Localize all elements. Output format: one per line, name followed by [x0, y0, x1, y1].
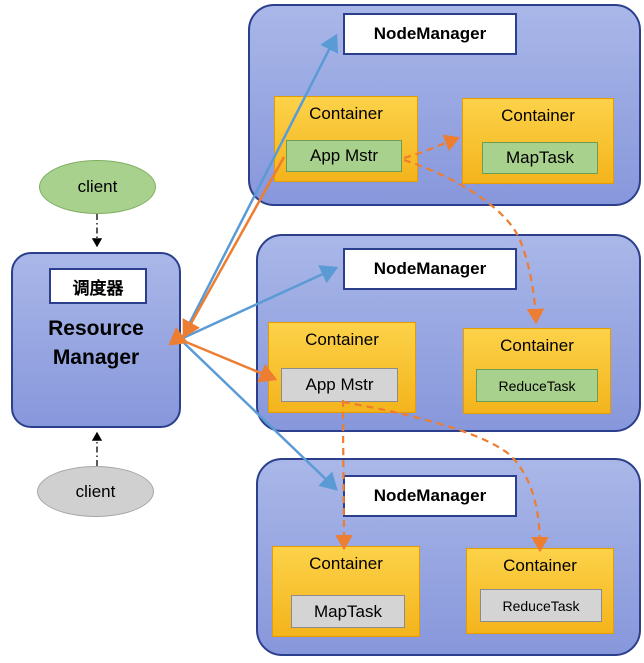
- container-label: Container: [305, 330, 379, 349]
- nodemanager-1: NodeManager: [343, 13, 517, 55]
- container-node2-appmstr: Container App Mstr: [268, 322, 416, 413]
- appmstr2-to-reducetask-arrow: [342, 400, 549, 553]
- resource-manager: 调度器 Resource Manager: [11, 252, 181, 428]
- container-label: Container: [309, 104, 383, 123]
- container-label: Container: [309, 554, 383, 573]
- resource-manager-title: Resource Manager: [13, 314, 179, 372]
- scheduler-label: 调度器: [49, 268, 147, 304]
- app-master-task: App Mstr: [281, 368, 398, 402]
- appmstr1-to-reducetask-arrow: [403, 158, 545, 325]
- nodemanager-2: NodeManager: [343, 248, 517, 290]
- container-label: Container: [500, 336, 574, 355]
- map-task: MapTask: [482, 142, 598, 174]
- appmstr2-to-maptask-arrow: [335, 399, 353, 551]
- resource-manager-title-line1: Resource: [48, 317, 144, 340]
- container-label: Container: [503, 556, 577, 575]
- container-node2-reducetask: Container ReduceTask: [463, 328, 611, 414]
- container-node3-reducetask: Container ReduceTask: [466, 548, 614, 634]
- rm-to-nodemanager-3-arrow: [182, 341, 338, 491]
- rm-to-nodemanager-1-arrow: [181, 33, 339, 337]
- container-node1-maptask: Container MapTask: [462, 98, 614, 184]
- client-top: client: [39, 160, 156, 214]
- nodemanager-3: NodeManager: [343, 475, 517, 517]
- rm-to-appmstr2-arrow: [168, 327, 278, 383]
- map-task: MapTask: [291, 595, 405, 628]
- reduce-task: ReduceTask: [476, 369, 598, 402]
- client-bottom: client: [37, 466, 154, 517]
- app-master-task: App Mstr: [286, 140, 402, 172]
- resource-manager-title-line2: Manager: [52, 346, 140, 369]
- reduce-task: ReduceTask: [480, 589, 602, 622]
- container-label: Container: [501, 106, 575, 125]
- appmstr1-to-rm-arrow: [182, 156, 286, 339]
- appmstr1-to-maptask-arrow: [403, 134, 461, 160]
- container-node3-maptask: Container MapTask: [272, 546, 420, 637]
- container-node1-appmstr: Container App Mstr: [274, 96, 418, 182]
- rm-to-nodemanager-2-arrow: [182, 265, 339, 340]
